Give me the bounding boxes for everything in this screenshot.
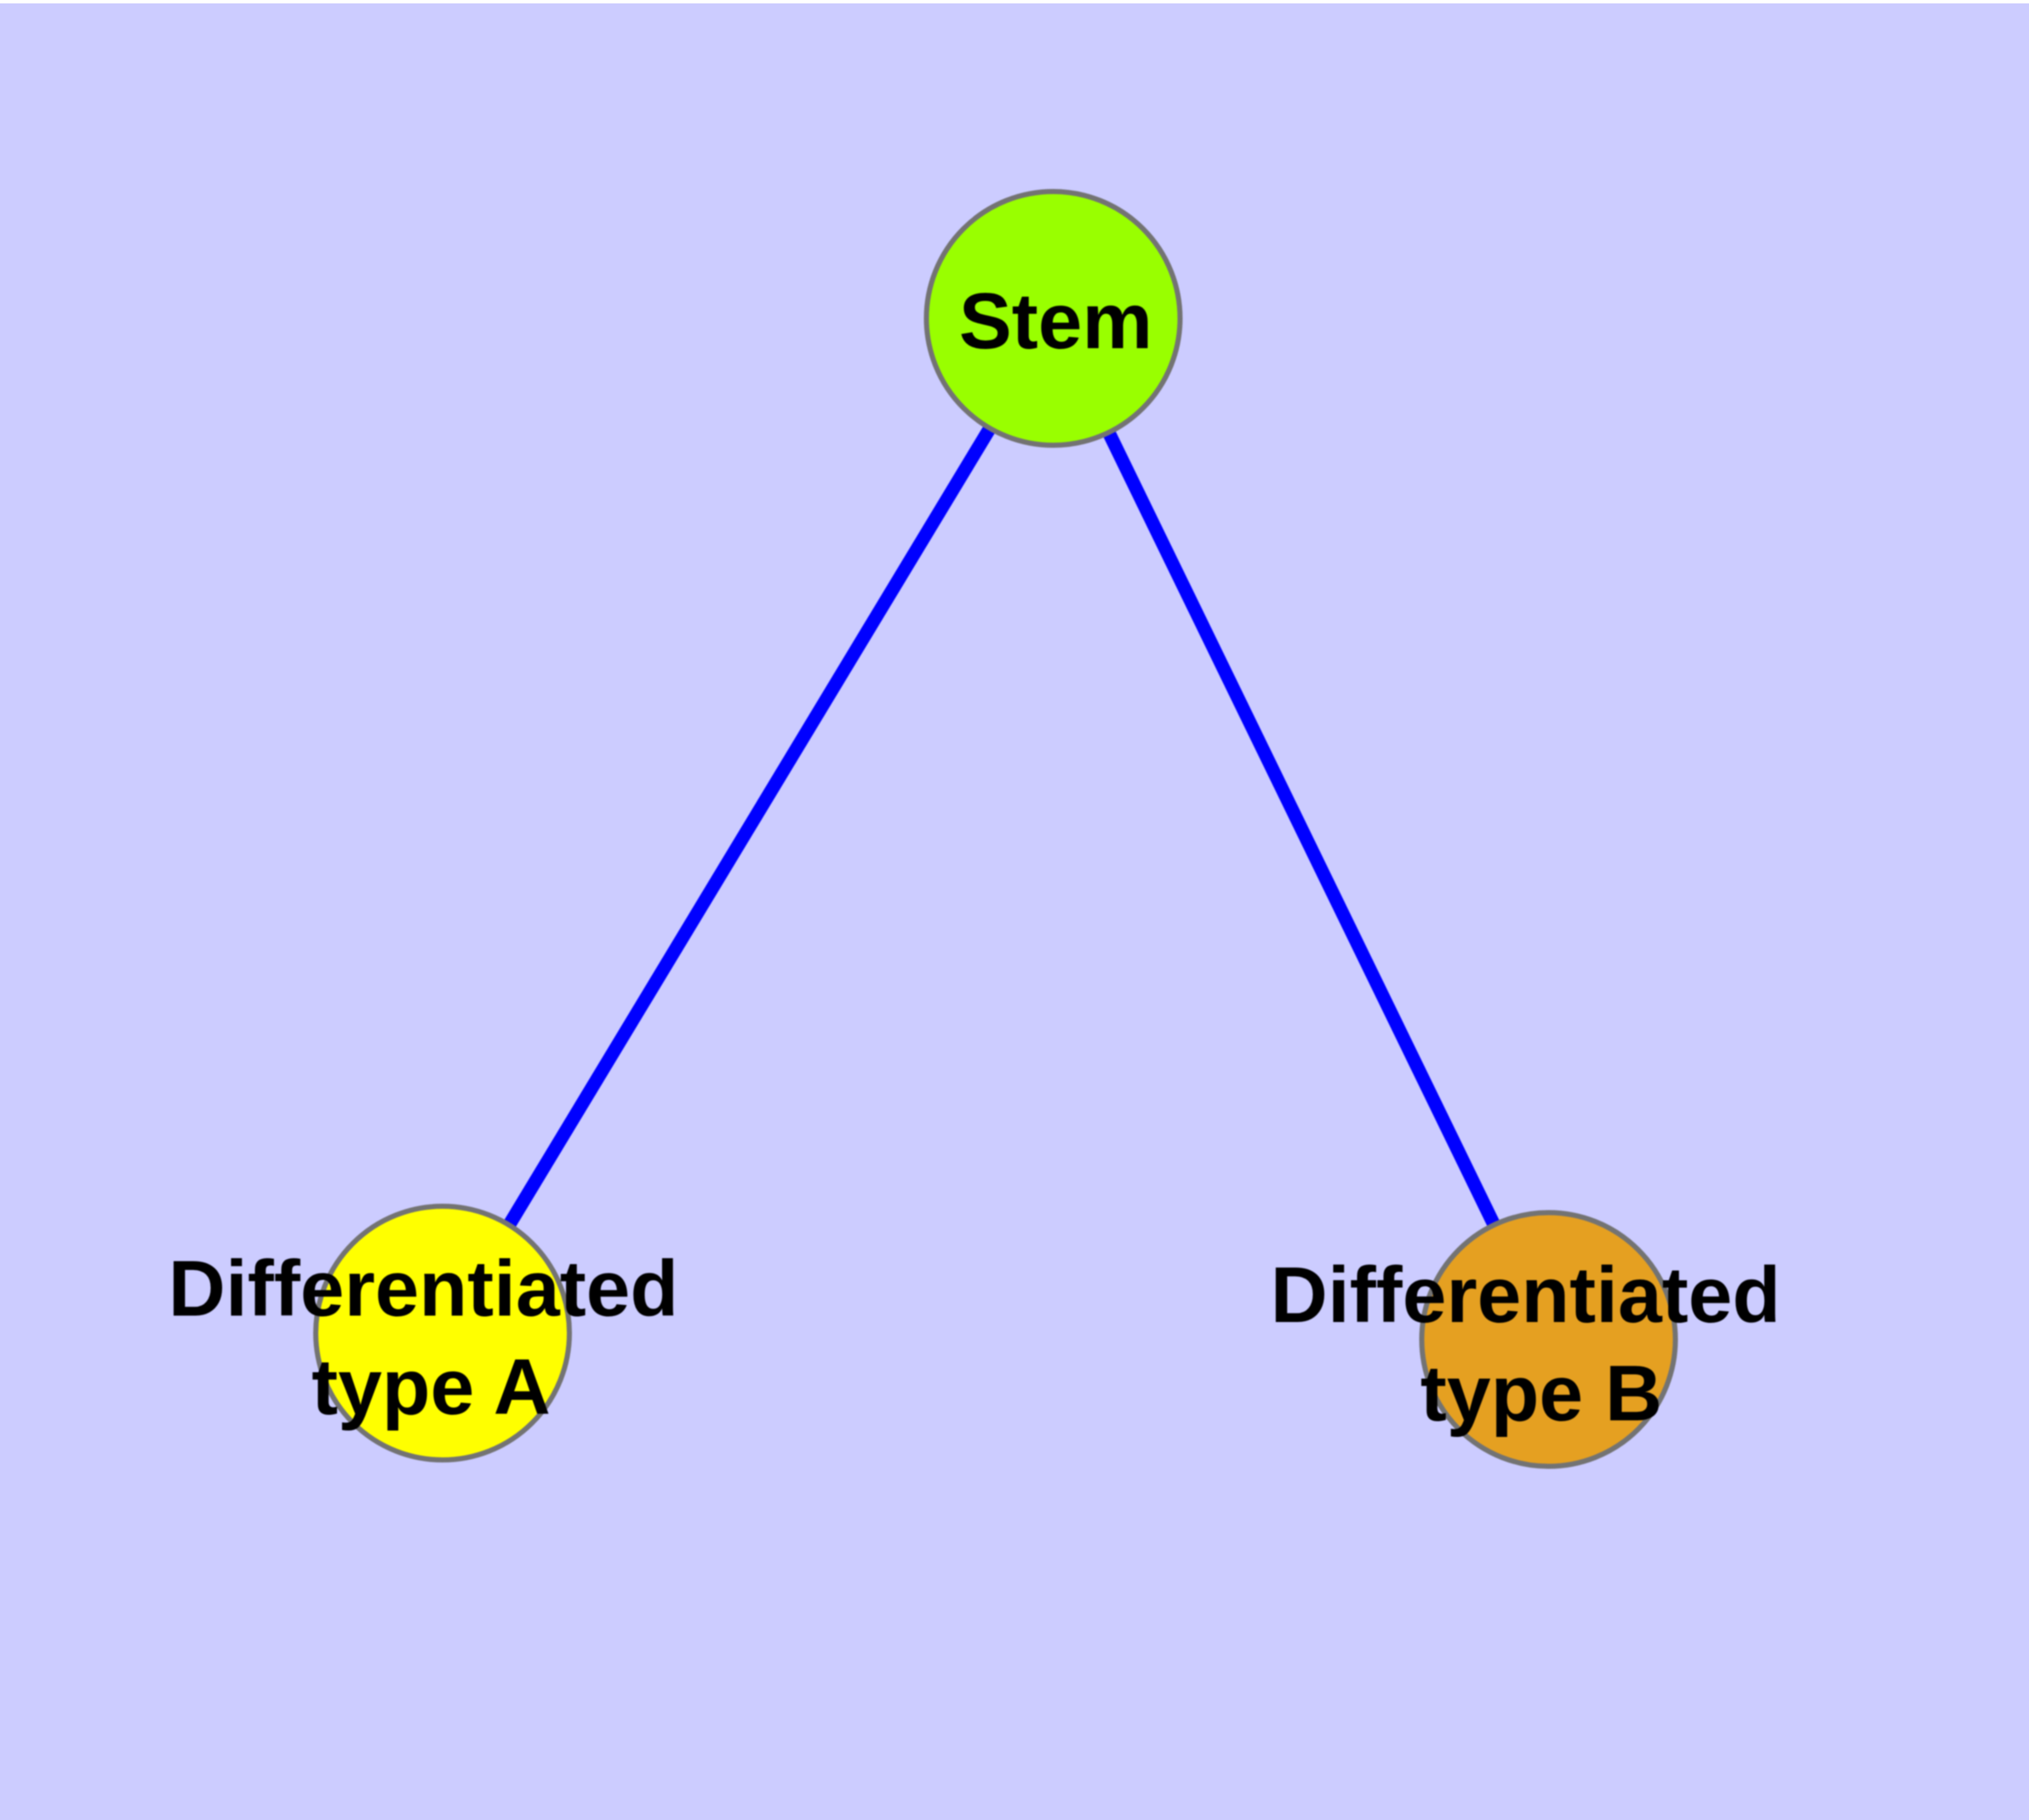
svg-text:Stem: Stem: [959, 277, 1152, 365]
svg-text:type A: type A: [311, 1342, 551, 1431]
svg-text:Differentiated: Differentiated: [169, 1245, 678, 1333]
svg-text:Differentiated: Differentiated: [1271, 1251, 1780, 1339]
svg-text:type B: type B: [1420, 1349, 1662, 1438]
